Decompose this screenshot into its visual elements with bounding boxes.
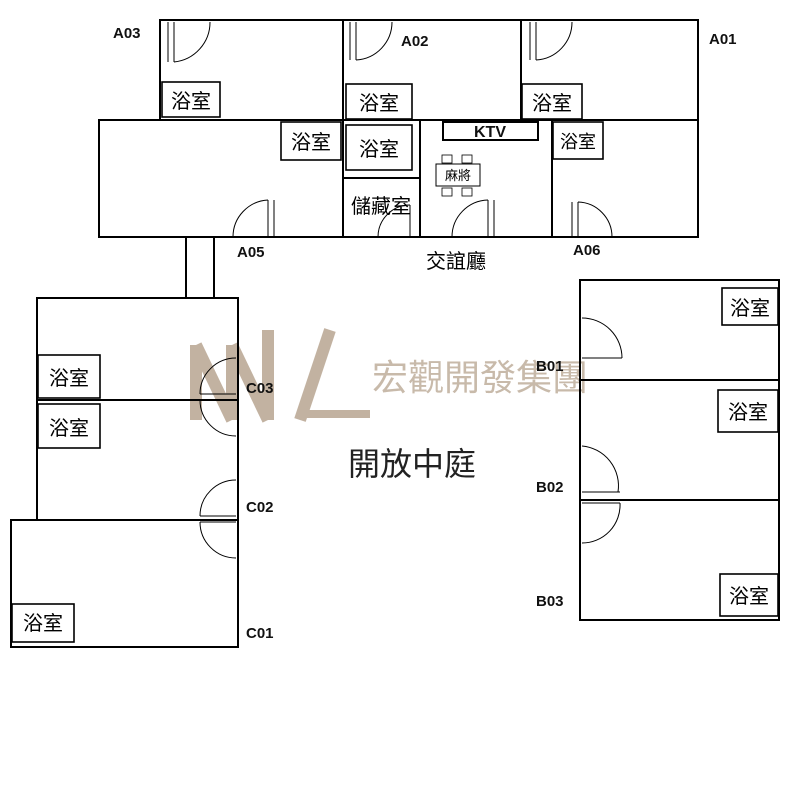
bathroom-a03: 浴室 (171, 89, 211, 113)
unit-label-c01: C01 (246, 625, 274, 642)
door-c03 (199, 357, 237, 437)
unit-label-a01: A01 (709, 31, 737, 48)
mahjong-label: 麻將 (445, 169, 471, 184)
door-a01 (529, 21, 573, 61)
mahjong-table-icon (435, 154, 481, 197)
unit-label-c02: C02 (246, 499, 274, 516)
courtyard-label: 開放中庭 (348, 445, 476, 483)
unit-label-c03: C03 (246, 380, 274, 397)
door-b03 (581, 502, 621, 544)
lounge-label: 交誼廳 (426, 249, 486, 273)
bathroom-b03: 浴室 (729, 584, 769, 608)
c-block: 浴室 浴室 浴室 (10, 297, 239, 648)
door-b01 (581, 317, 623, 359)
a-block: 浴室 浴室 浴室 浴室 浴室 浴室 儲藏室 KTV 麻將 (98, 19, 699, 238)
unit-label-a05: A05 (237, 244, 265, 261)
bathroom-b02: 浴室 (728, 400, 768, 424)
unit-label-a03: A03 (113, 25, 141, 42)
door-a03 (167, 21, 211, 63)
unit-label-b02: B02 (536, 479, 564, 496)
bathroom-a05: 浴室 (291, 130, 331, 154)
door-a05 (232, 199, 275, 238)
bathroom-c01: 浴室 (23, 611, 63, 635)
door-lounge (451, 199, 495, 238)
storage-room-label: 儲藏室 (351, 194, 411, 218)
door-storage (377, 204, 411, 238)
watermark-company-name: 宏觀開發集團 (372, 358, 588, 399)
ktv-box (442, 121, 539, 141)
unit-label-b01: B01 (536, 358, 564, 375)
door-a06 (571, 201, 613, 238)
bathroom-a06: 浴室 (560, 132, 596, 153)
unit-label-a02: A02 (401, 33, 429, 50)
bathroom-a02: 浴室 (359, 91, 399, 115)
door-b02 (581, 445, 620, 493)
bathroom-a04: 浴室 (359, 137, 399, 161)
bathroom-a01: 浴室 (532, 91, 572, 115)
door-c02 (199, 479, 237, 559)
b-block: 浴室 浴室 浴室 (579, 279, 780, 621)
a-lower-outline (98, 119, 699, 238)
ktv-label: KTV (474, 124, 506, 141)
a-upper-outline (159, 19, 699, 121)
corridor (185, 237, 215, 298)
door-a02 (349, 21, 393, 61)
bathroom-b01: 浴室 (730, 296, 770, 320)
watermark-logo-icon (190, 328, 370, 423)
unit-label-a06: A06 (573, 242, 601, 259)
watermark: 宏觀開發集團 (190, 328, 588, 423)
unit-label-b03: B03 (536, 593, 564, 610)
bathroom-c03: 浴室 (49, 366, 89, 390)
bathroom-c02: 浴室 (49, 416, 89, 440)
